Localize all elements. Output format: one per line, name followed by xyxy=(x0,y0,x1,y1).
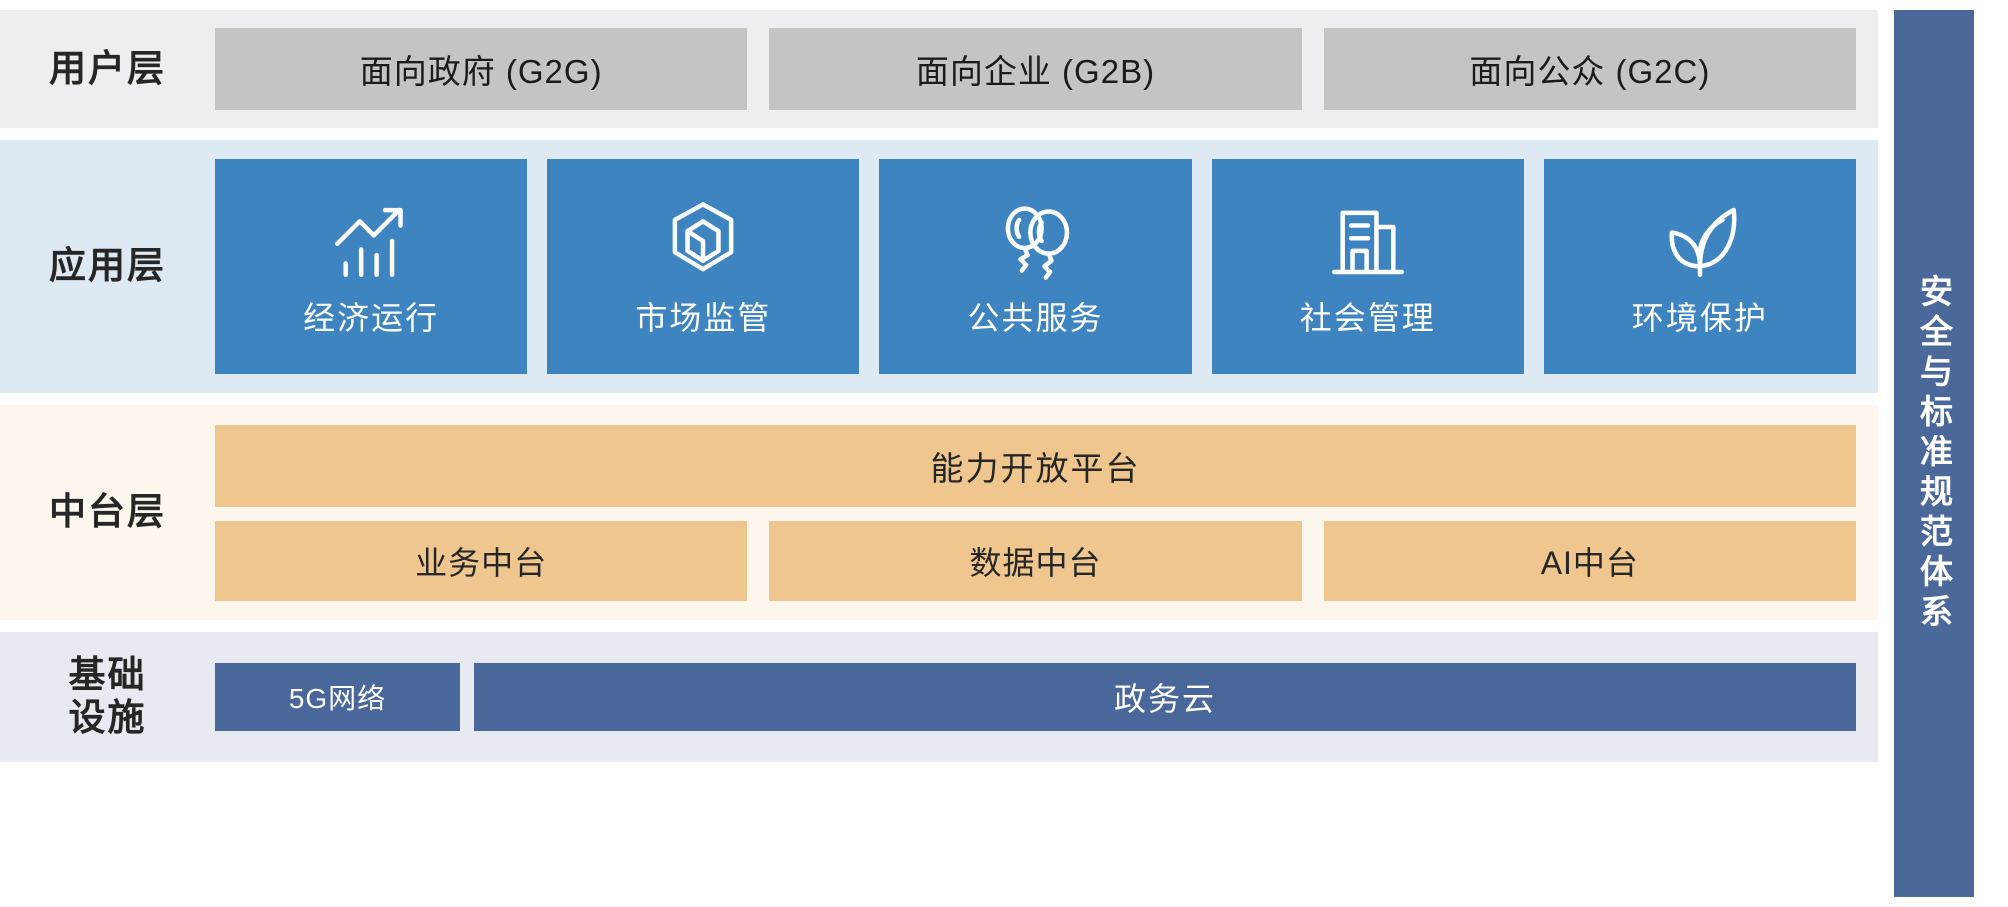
app-card-label: 社会管理 xyxy=(1299,299,1436,336)
trending-chart-icon xyxy=(325,195,417,287)
application-layer-label: 应用层 xyxy=(49,245,166,287)
security-standards-bar: 安全与标准规范体系 xyxy=(1894,10,1974,897)
infrastructure-label-line2: 设施 xyxy=(68,697,147,738)
app-card-label: 经济运行 xyxy=(303,299,440,336)
data-midplatform-box[interactable]: 数据中台 xyxy=(769,520,1302,601)
user-box-g2c[interactable]: 面向公众 (G2C) xyxy=(1323,28,1856,110)
middle-platform-row: 业务中台 数据中台 AI中台 xyxy=(215,520,1856,601)
infra-box-5g-network[interactable]: 5G网络 xyxy=(215,663,460,731)
app-card-label: 环境保护 xyxy=(1631,299,1768,336)
app-card-public-service[interactable]: 公共服务 xyxy=(879,159,1192,374)
middle-layer-row: 中台层 能力开放平台 业务中台 数据中台 AI中台 xyxy=(0,405,1878,620)
infrastructure-layer-label: 基础 设施 xyxy=(0,654,215,739)
middle-layer-label: 中台层 xyxy=(49,491,166,533)
user-layer-row: 用户层 面向政府 (G2G) 面向企业 (G2B) 面向公众 (G2C) xyxy=(0,10,1878,128)
infrastructure-layer-body: 5G网络 政务云 xyxy=(215,663,1856,731)
ai-midplatform-box[interactable]: AI中台 xyxy=(1323,520,1856,601)
infra-box-government-cloud[interactable]: 政务云 xyxy=(474,663,1856,731)
infrastructure-layer-row: 基础 设施 5G网络 政务云 xyxy=(0,632,1878,762)
user-box-g2b[interactable]: 面向企业 (G2B) xyxy=(769,28,1302,110)
capability-open-platform-box[interactable]: 能力开放平台 xyxy=(215,424,1856,507)
app-card-economy[interactable]: 经济运行 xyxy=(215,159,528,374)
app-card-label: 市场监管 xyxy=(635,299,772,336)
user-layer-label: 用户层 xyxy=(49,47,166,89)
user-layer-body: 面向政府 (G2G) 面向企业 (G2B) 面向公众 (G2C) xyxy=(215,28,1856,110)
middle-layer-body: 能力开放平台 业务中台 数据中台 AI中台 xyxy=(215,424,1856,601)
layer-stack: 用户层 面向政府 (G2G) 面向企业 (G2B) 面向公众 (G2C) 应用层 xyxy=(0,10,1878,762)
application-layer-row: 应用层 经济运行 xyxy=(0,140,1878,393)
balloons-icon xyxy=(990,195,1082,287)
application-layer-body: 经济运行 市场监管 xyxy=(215,159,1857,374)
user-box-g2g[interactable]: 面向政府 (G2G) xyxy=(215,28,748,110)
security-standards-label: 安全与标准规范体系 xyxy=(1915,273,1953,634)
office-building-icon xyxy=(1322,195,1414,287)
app-card-social-management[interactable]: 社会管理 xyxy=(1211,159,1524,374)
app-card-environment[interactable]: 环境保护 xyxy=(1543,159,1857,374)
app-card-market-supervision[interactable]: 市场监管 xyxy=(547,159,860,374)
hexagon-cube-icon xyxy=(657,195,749,287)
leaf-sprout-icon xyxy=(1654,195,1746,287)
app-card-label: 公共服务 xyxy=(967,299,1104,336)
infrastructure-label-line1: 基础 xyxy=(68,654,147,696)
business-midplatform-box[interactable]: 业务中台 xyxy=(215,520,748,601)
